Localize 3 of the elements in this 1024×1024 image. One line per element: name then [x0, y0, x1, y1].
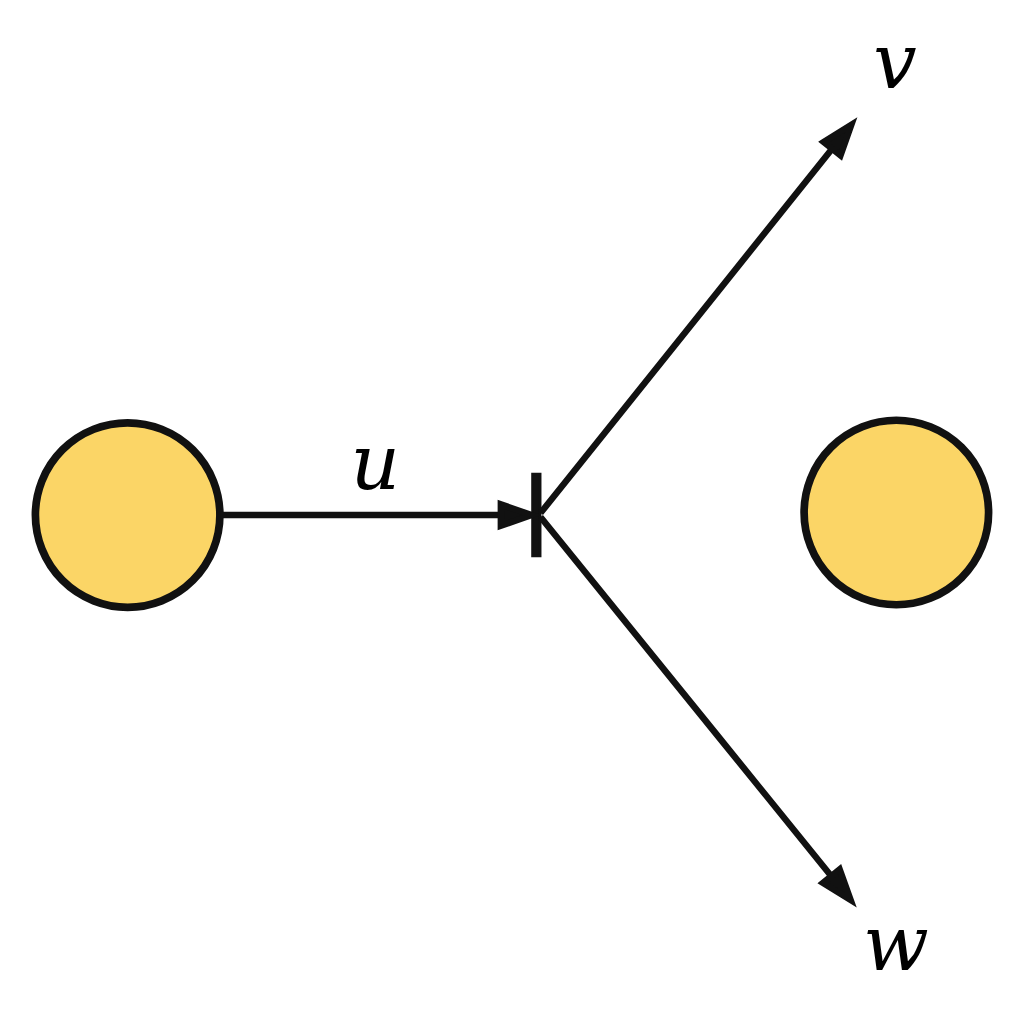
node-text: v [873, 16, 917, 106]
edge-label: u [350, 417, 401, 507]
node-text: w [863, 898, 929, 988]
